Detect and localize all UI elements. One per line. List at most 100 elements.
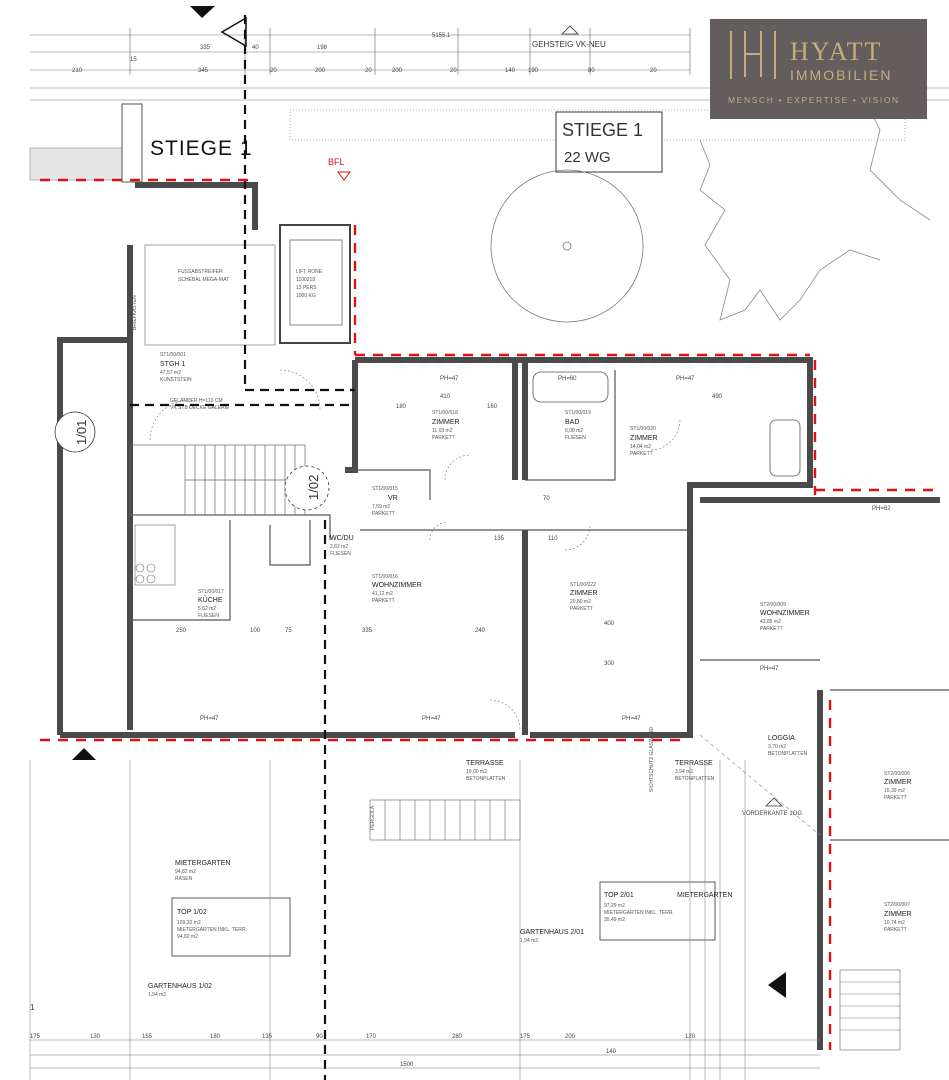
ph-label-3: PH=47 xyxy=(676,376,695,382)
stiege-label-left: STIEGE 1 xyxy=(150,137,253,160)
top-102-line2: MIETERGARTEN INKL. TERR. xyxy=(177,927,247,933)
top-102-box xyxy=(171,897,291,957)
lift-cabin xyxy=(289,239,343,326)
top-201-line2: MIETERGARTEN INKL. TERR. xyxy=(604,910,674,916)
svg-text:WOHNZIMMER: WOHNZIMMER xyxy=(372,582,422,589)
stove-ring xyxy=(146,574,156,584)
svg-text:GARTENHAUS 1/02: GARTENHAUS 1/02 xyxy=(148,983,212,990)
loggia: LOGGIA 3,70 m2 BETONPLATTEN xyxy=(768,735,808,757)
sichtschutz-label: SICHTSCHUTZ GLASWAND xyxy=(649,727,655,792)
lift-sub2: 13 PERS xyxy=(296,285,317,291)
dim-top-8: 20 xyxy=(270,68,277,74)
logo-sub: IMMOBILIEN xyxy=(790,67,893,83)
pergola-slats xyxy=(384,800,506,840)
section-arrow-right xyxy=(768,972,786,998)
room-zimmer-018: ST1/00/018 ZIMMER 11,03 m2 PARKETT xyxy=(432,410,460,441)
section-1-label: 1 xyxy=(30,1003,35,1012)
svg-text:PARKETT: PARKETT xyxy=(760,626,783,632)
stiege-box xyxy=(555,111,663,173)
top-102-title: TOP 1/02 xyxy=(177,909,207,916)
room-bad: ST1/00/019 BAD 6,08 m2 FLIESEN xyxy=(565,410,591,441)
svg-text:10,74 m2: 10,74 m2 xyxy=(884,920,905,926)
svg-text:FLIESEN: FLIESEN xyxy=(330,551,351,557)
svg-text:ZIMMER: ZIMMER xyxy=(884,911,912,918)
svg-text:5,62 m2: 5,62 m2 xyxy=(198,606,216,612)
svg-text:ST2/00/009: ST2/00/009 xyxy=(760,602,786,608)
svg-text:ST2/00/007: ST2/00/007 xyxy=(884,902,910,908)
svg-text:47,57 m2: 47,57 m2 xyxy=(160,370,181,376)
svg-text:ZIMMER: ZIMMER xyxy=(630,435,658,442)
vorderkante-label: VORDERKANTE 1OG xyxy=(742,811,802,817)
svg-text:20,80 m2: 20,80 m2 xyxy=(570,599,591,605)
dim-inner-2: 160 xyxy=(487,404,498,410)
stair-right-treads xyxy=(840,981,900,1031)
dim-inner-13: 300 xyxy=(604,661,615,667)
svg-text:ZIMMER: ZIMMER xyxy=(884,779,912,786)
stair-edge-block xyxy=(121,103,143,183)
room-wohnzimmer-016: ST1/00/016 WOHNZIMMER 41,12 m2 PARKETT xyxy=(372,574,422,604)
svg-text:FLIESEN: FLIESEN xyxy=(565,435,586,441)
room-zimmer-020: ST1/00/020 ZIMMER 14,04 m2 PARKETT xyxy=(630,426,658,457)
staircase xyxy=(129,444,306,516)
dim-top-16: 20 xyxy=(650,68,657,74)
svg-text:3,94 m2: 3,94 m2 xyxy=(675,769,693,775)
dim-inner-10: 240 xyxy=(475,628,486,634)
dim-bottom-4: 180 xyxy=(210,1034,221,1040)
ph-label-8: PH=47 xyxy=(760,666,779,672)
dim-top-2: 40 xyxy=(252,45,259,51)
dim-bottom-6: 90 xyxy=(316,1034,323,1040)
room-zimmer-022: ST1/00/022 ZIMMER 20,80 m2 PARKETT xyxy=(570,582,598,612)
bathtub xyxy=(532,371,609,403)
svg-text:LOGGIA: LOGGIA xyxy=(768,735,795,742)
svg-text:1,94 m2: 1,94 m2 xyxy=(148,992,166,998)
dim-bottom-11: 140 xyxy=(606,1049,617,1055)
svg-text:ST1/00/001: ST1/00/001 xyxy=(160,352,186,358)
fussabstreifer-label: FUSSABSTREIFER xyxy=(178,269,223,275)
svg-text:PARKETT: PARKETT xyxy=(884,927,907,933)
svg-text:WOHNZIMMER: WOHNZIMMER xyxy=(760,610,810,617)
entrance-area xyxy=(144,244,276,346)
dim-top-6: 210 xyxy=(72,68,83,74)
svg-text:ST1/00/019: ST1/00/019 xyxy=(565,410,591,416)
top-201-box xyxy=(599,881,716,941)
svg-text:11,03 m2: 11,03 m2 xyxy=(432,428,453,434)
stove-ring xyxy=(135,574,145,584)
dim-bottom-1: 175 xyxy=(30,1034,41,1040)
dim-top-5: 15 xyxy=(130,57,137,63)
svg-text:94,82 m2: 94,82 m2 xyxy=(175,869,196,875)
dim-bottom-12: 120 xyxy=(685,1034,696,1040)
briefkasten-label: BRIEFKÄSTEN xyxy=(131,295,138,330)
svg-text:ZIMMER: ZIMMER xyxy=(570,590,598,597)
ph-label-5: PH=47 xyxy=(200,716,219,722)
svg-text:ST1/00/017: ST1/00/017 xyxy=(198,589,224,595)
svg-text:BETONPLATTEN: BETONPLATTEN xyxy=(768,751,808,757)
svg-text:43,85 m2: 43,85 m2 xyxy=(760,619,781,625)
svg-text:1,94 m2: 1,94 m2 xyxy=(520,938,538,944)
svg-text:PARKETT: PARKETT xyxy=(372,598,395,604)
dim-top-15: 80 xyxy=(588,68,595,74)
section-marker-top xyxy=(220,16,247,48)
section-line-vertical xyxy=(243,15,355,392)
lift-sub3: 1000 KG xyxy=(296,293,316,299)
door-swings xyxy=(149,369,681,731)
dim-top-12: 20 xyxy=(450,68,457,74)
dim-inner-7: 100 xyxy=(250,628,261,634)
vorderkante-marker xyxy=(765,797,783,807)
dim-top-7: 345 xyxy=(198,68,209,74)
ph-label-7: PH=47 xyxy=(622,716,641,722)
section-arrow-bottom xyxy=(72,748,96,760)
lift-shaft xyxy=(279,224,351,344)
svg-text:ST1/00/018: ST1/00/018 xyxy=(432,410,458,416)
bfl-marker xyxy=(337,171,351,181)
stove-ring xyxy=(135,563,145,573)
svg-text:STGH 1: STGH 1 xyxy=(160,361,185,368)
room-wohnzimmer-009: ST2/00/009 WOHNZIMMER 43,85 m2 PARKETT xyxy=(760,602,810,632)
svg-text:RASEN: RASEN xyxy=(175,876,193,882)
svg-text:GARTENHAUS 2/01: GARTENHAUS 2/01 xyxy=(520,929,584,936)
logo-mark-icon xyxy=(730,31,776,79)
dim-top-4: 5155,1 xyxy=(432,33,451,39)
gartenhaus-102: GARTENHAUS 1/02 1,94 m2 xyxy=(148,983,212,998)
room-vr: ST1/00/015 VR 7,59 m2 PARKETT xyxy=(372,486,398,517)
svg-text:KÜCHE: KÜCHE xyxy=(198,596,223,604)
dim-bottom-7: 170 xyxy=(366,1034,377,1040)
